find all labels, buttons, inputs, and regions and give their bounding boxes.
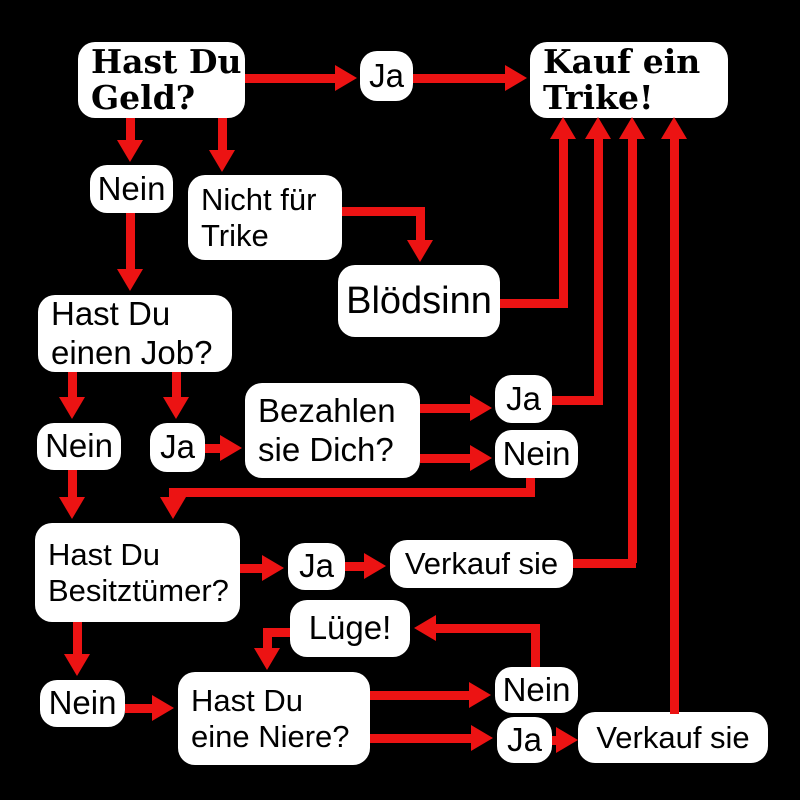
node-ja-geld: Ja xyxy=(360,51,413,101)
arrowhead-right-icon xyxy=(505,65,527,91)
node-bloedsinn: Blödsinn xyxy=(338,265,500,337)
arrowhead-down-icon xyxy=(407,240,433,262)
arrowhead-down-icon xyxy=(59,497,85,519)
node-nein-niere: Nein xyxy=(495,667,578,713)
node-hast-du-eine-niere: Hast Du eine Niere? xyxy=(178,672,370,765)
arrowhead-right-icon xyxy=(470,395,492,421)
arrowhead-right-icon xyxy=(262,555,284,581)
arrowhead-down-icon xyxy=(64,654,90,676)
arrowhead-right-icon xyxy=(471,725,493,751)
arrowhead-down-icon xyxy=(163,397,189,419)
node-luege: Lüge! xyxy=(290,600,410,657)
arrowhead-left-icon xyxy=(414,615,436,641)
node-hast-du-einen-job: Hast Du einen Job? xyxy=(38,295,232,372)
arrowhead-down-icon xyxy=(117,140,143,162)
arrowhead-down-icon xyxy=(254,648,280,670)
arrowhead-right-icon xyxy=(152,695,174,721)
arrowhead-up-icon xyxy=(661,117,687,139)
node-bezahlen-sie-dich: Bezahlen sie Dich? xyxy=(245,383,420,478)
node-nein-geld: Nein xyxy=(90,165,173,213)
arrowhead-down-icon xyxy=(117,269,143,291)
arrowhead-up-icon xyxy=(550,117,576,139)
arrowhead-down-icon xyxy=(160,497,186,519)
node-nein-job: Nein xyxy=(37,423,121,470)
arrowhead-up-icon xyxy=(619,117,645,139)
arrowhead-right-icon xyxy=(335,65,357,91)
node-ja-bezahlen: Ja xyxy=(495,375,552,423)
node-nicht-fuer-trike: Nicht für Trike xyxy=(188,175,342,260)
node-ja-niere: Ja xyxy=(497,717,552,763)
node-kauf-ein-trike: Kauf ein Trike! xyxy=(530,42,728,118)
arrowhead-right-icon xyxy=(470,445,492,471)
node-ja-besitz: Ja xyxy=(288,543,345,590)
node-nein-bezahlen: Nein xyxy=(495,430,578,478)
node-ja-job: Ja xyxy=(150,423,205,472)
node-nein-besitz: Nein xyxy=(40,680,125,727)
node-hast-du-besitztuemer: Hast Du Besitztümer? xyxy=(35,523,240,622)
arrowhead-right-icon xyxy=(364,553,386,579)
node-hast-du-geld: Hast Du Geld? xyxy=(78,42,245,118)
node-verkauf-sie-besitz: Verkauf sie xyxy=(390,540,573,588)
arrowhead-down-icon xyxy=(59,397,85,419)
arrowhead-up-icon xyxy=(585,117,611,139)
node-verkauf-sie-niere: Verkauf sie xyxy=(578,712,768,763)
arrowhead-right-icon xyxy=(556,727,578,753)
arrowhead-right-icon xyxy=(469,682,491,708)
arrowhead-down-icon xyxy=(209,150,235,172)
arrowhead-right-icon xyxy=(220,435,242,461)
